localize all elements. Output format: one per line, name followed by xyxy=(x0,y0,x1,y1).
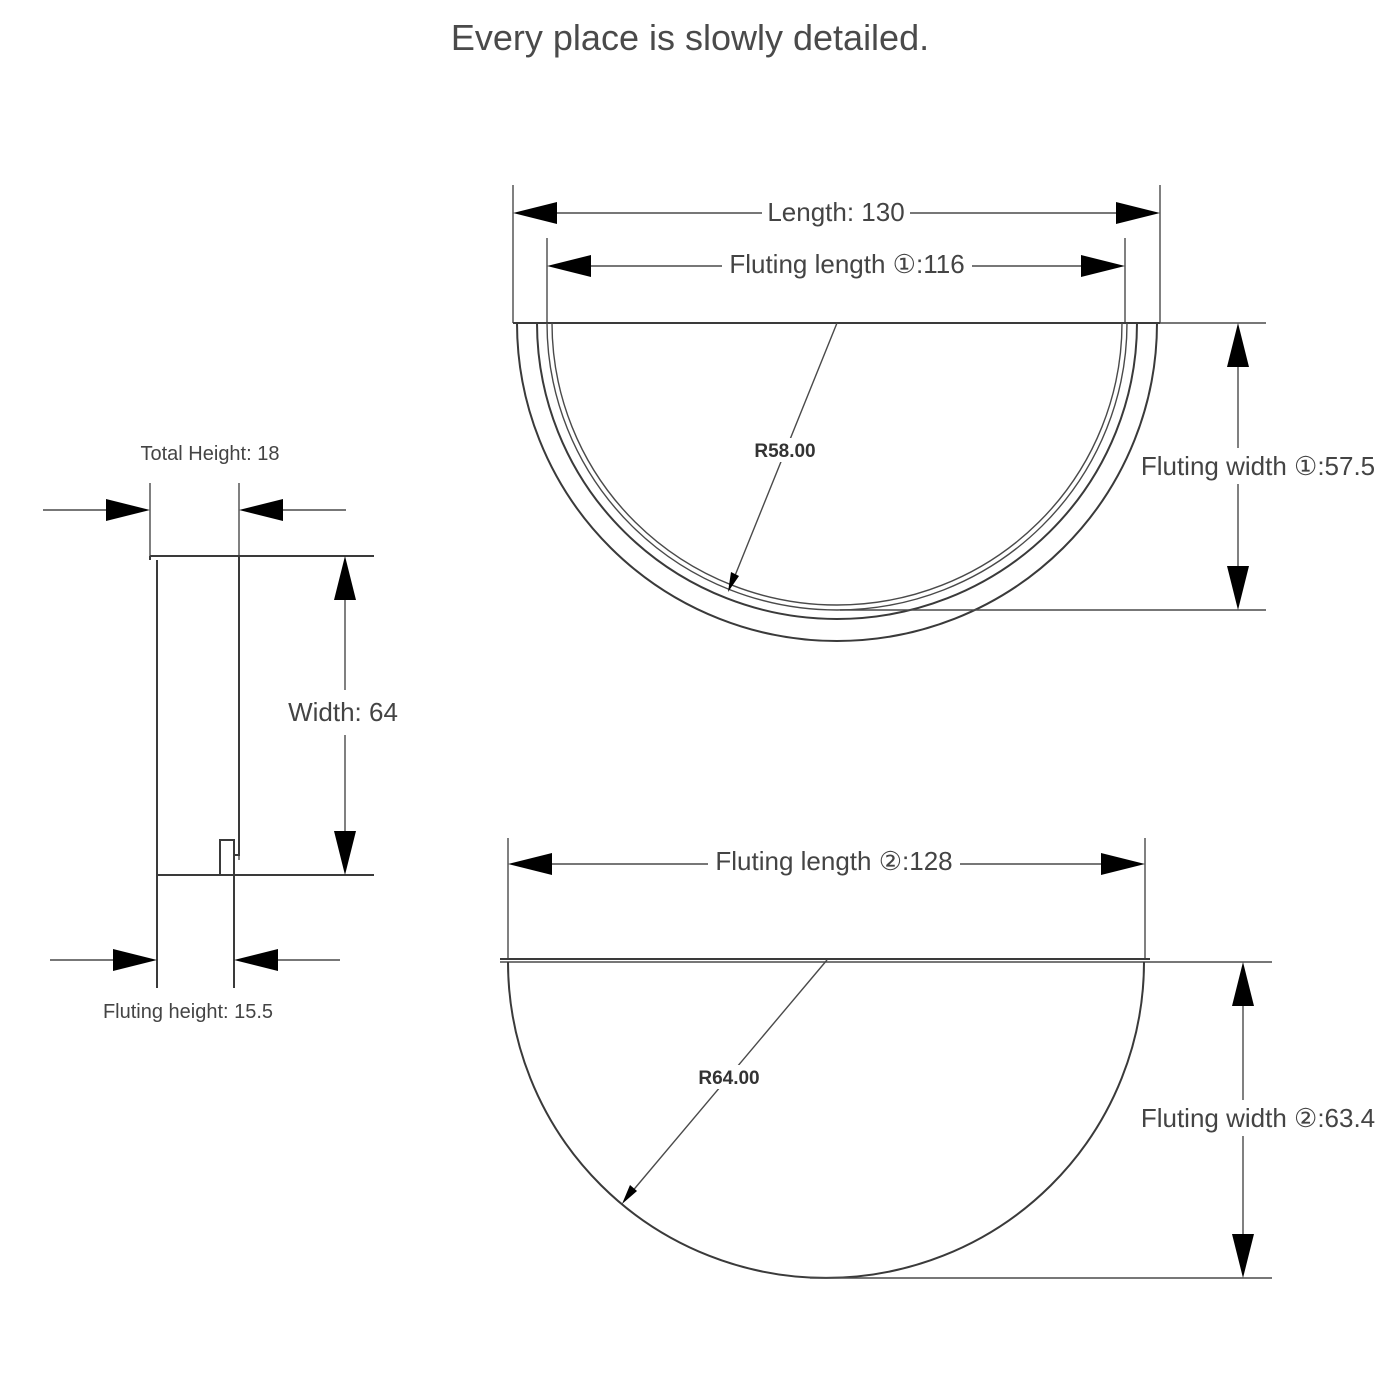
label-bg-flute1-length xyxy=(722,249,972,281)
label-flute1-length: Fluting length ①:116 xyxy=(729,249,964,279)
label-bg-radius2 xyxy=(696,1065,764,1089)
arrow-length-right xyxy=(1116,202,1160,224)
semicircle1-inner-arc-2 xyxy=(551,322,1123,606)
label-bg-radius1 xyxy=(752,438,820,462)
label-flute1-width: Fluting width ①:57.5 xyxy=(1141,451,1375,481)
arrow-flute1-right xyxy=(1081,255,1125,277)
label-flute2-width: Fluting width ②:63.4 xyxy=(1141,1103,1375,1133)
arrow-flute1-left xyxy=(547,255,591,277)
radius2-arrow xyxy=(622,1185,637,1204)
arrow-fluting-height-right xyxy=(234,949,278,971)
semicircle2-arc xyxy=(507,961,1145,1279)
page-title: Every place is slowly detailed. xyxy=(451,17,929,58)
semicircle1-middle-arc xyxy=(536,322,1138,620)
arrow-length-left xyxy=(513,202,557,224)
label-fluting-height: Fluting height: 15.5 xyxy=(103,1001,273,1023)
arrow-flute1-width-bottom xyxy=(1227,566,1249,610)
label-flute2-length: Fluting length ②:128 xyxy=(715,846,952,876)
side-profile-view: Total Height: 18 Width: 64 Fluting heigh… xyxy=(43,443,398,1023)
arrow-width-top xyxy=(334,556,356,600)
label-total-height: Total Height: 18 xyxy=(141,443,280,465)
semicircle1-outer-arc xyxy=(516,322,1158,642)
semicircle1-inner-arc xyxy=(546,322,1128,611)
arrow-flute1-width-top xyxy=(1227,323,1249,367)
arrow-width-bottom xyxy=(334,831,356,875)
arrow-total-height-left xyxy=(106,499,150,521)
arrow-total-height-right xyxy=(239,499,283,521)
arrow-fluting-height-left xyxy=(113,949,157,971)
label-bg-flute2-width xyxy=(1134,1100,1386,1136)
label-bg-length xyxy=(762,196,910,228)
bottom-semicircle-view: Fluting length ②:128 R64.00 Fluting widt… xyxy=(500,838,1386,1279)
arrow-flute2-width-bottom xyxy=(1232,1234,1254,1278)
label-length: Length: 130 xyxy=(767,197,904,227)
label-radius1: R58.00 xyxy=(754,441,815,462)
label-radius2: R64.00 xyxy=(698,1068,759,1089)
side-right-wall xyxy=(219,556,240,875)
arrow-flute2-width-top xyxy=(1232,962,1254,1006)
radius1-arrow xyxy=(728,572,739,592)
label-bg-flute1-width xyxy=(1134,448,1386,484)
arrow-flute2-right xyxy=(1101,853,1145,875)
label-width: Width: 64 xyxy=(288,697,398,727)
arrow-flute2-left xyxy=(508,853,552,875)
top-semicircle-view: Length: 130 Fluting length ①:116 R58.00 … xyxy=(512,185,1386,642)
label-bg-flute2-length xyxy=(708,847,960,879)
